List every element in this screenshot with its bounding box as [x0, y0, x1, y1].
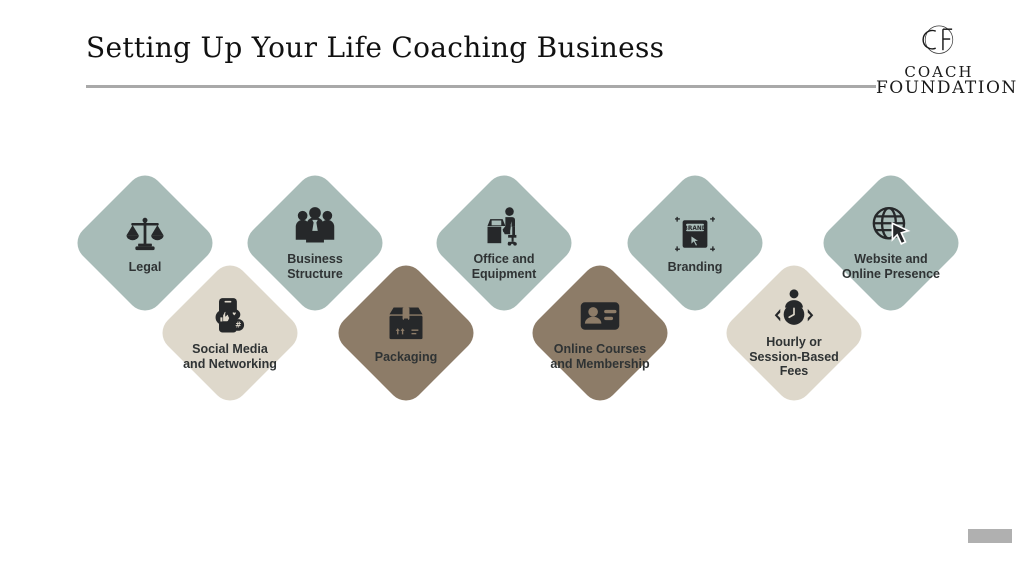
page-title: Setting Up Your Life Coaching Business — [86, 31, 665, 64]
diagram-node[interactable]: Packaging — [331, 258, 481, 408]
title-divider — [86, 85, 876, 88]
logo-monogram-icon — [922, 25, 954, 54]
diagram-node[interactable]: Social Media and Networking — [155, 258, 305, 408]
logo-text-line-1: COACH — [904, 63, 974, 81]
corner-marker — [968, 529, 1012, 543]
brand-logo: COACH FOUNDATION — [876, 20, 1018, 98]
diagram-node[interactable]: Online Courses and Membership — [525, 258, 675, 408]
diagram-node[interactable]: Hourly or Session-Based Fees — [719, 258, 869, 408]
logo-text-line-2: FOUNDATION — [876, 78, 1018, 98]
